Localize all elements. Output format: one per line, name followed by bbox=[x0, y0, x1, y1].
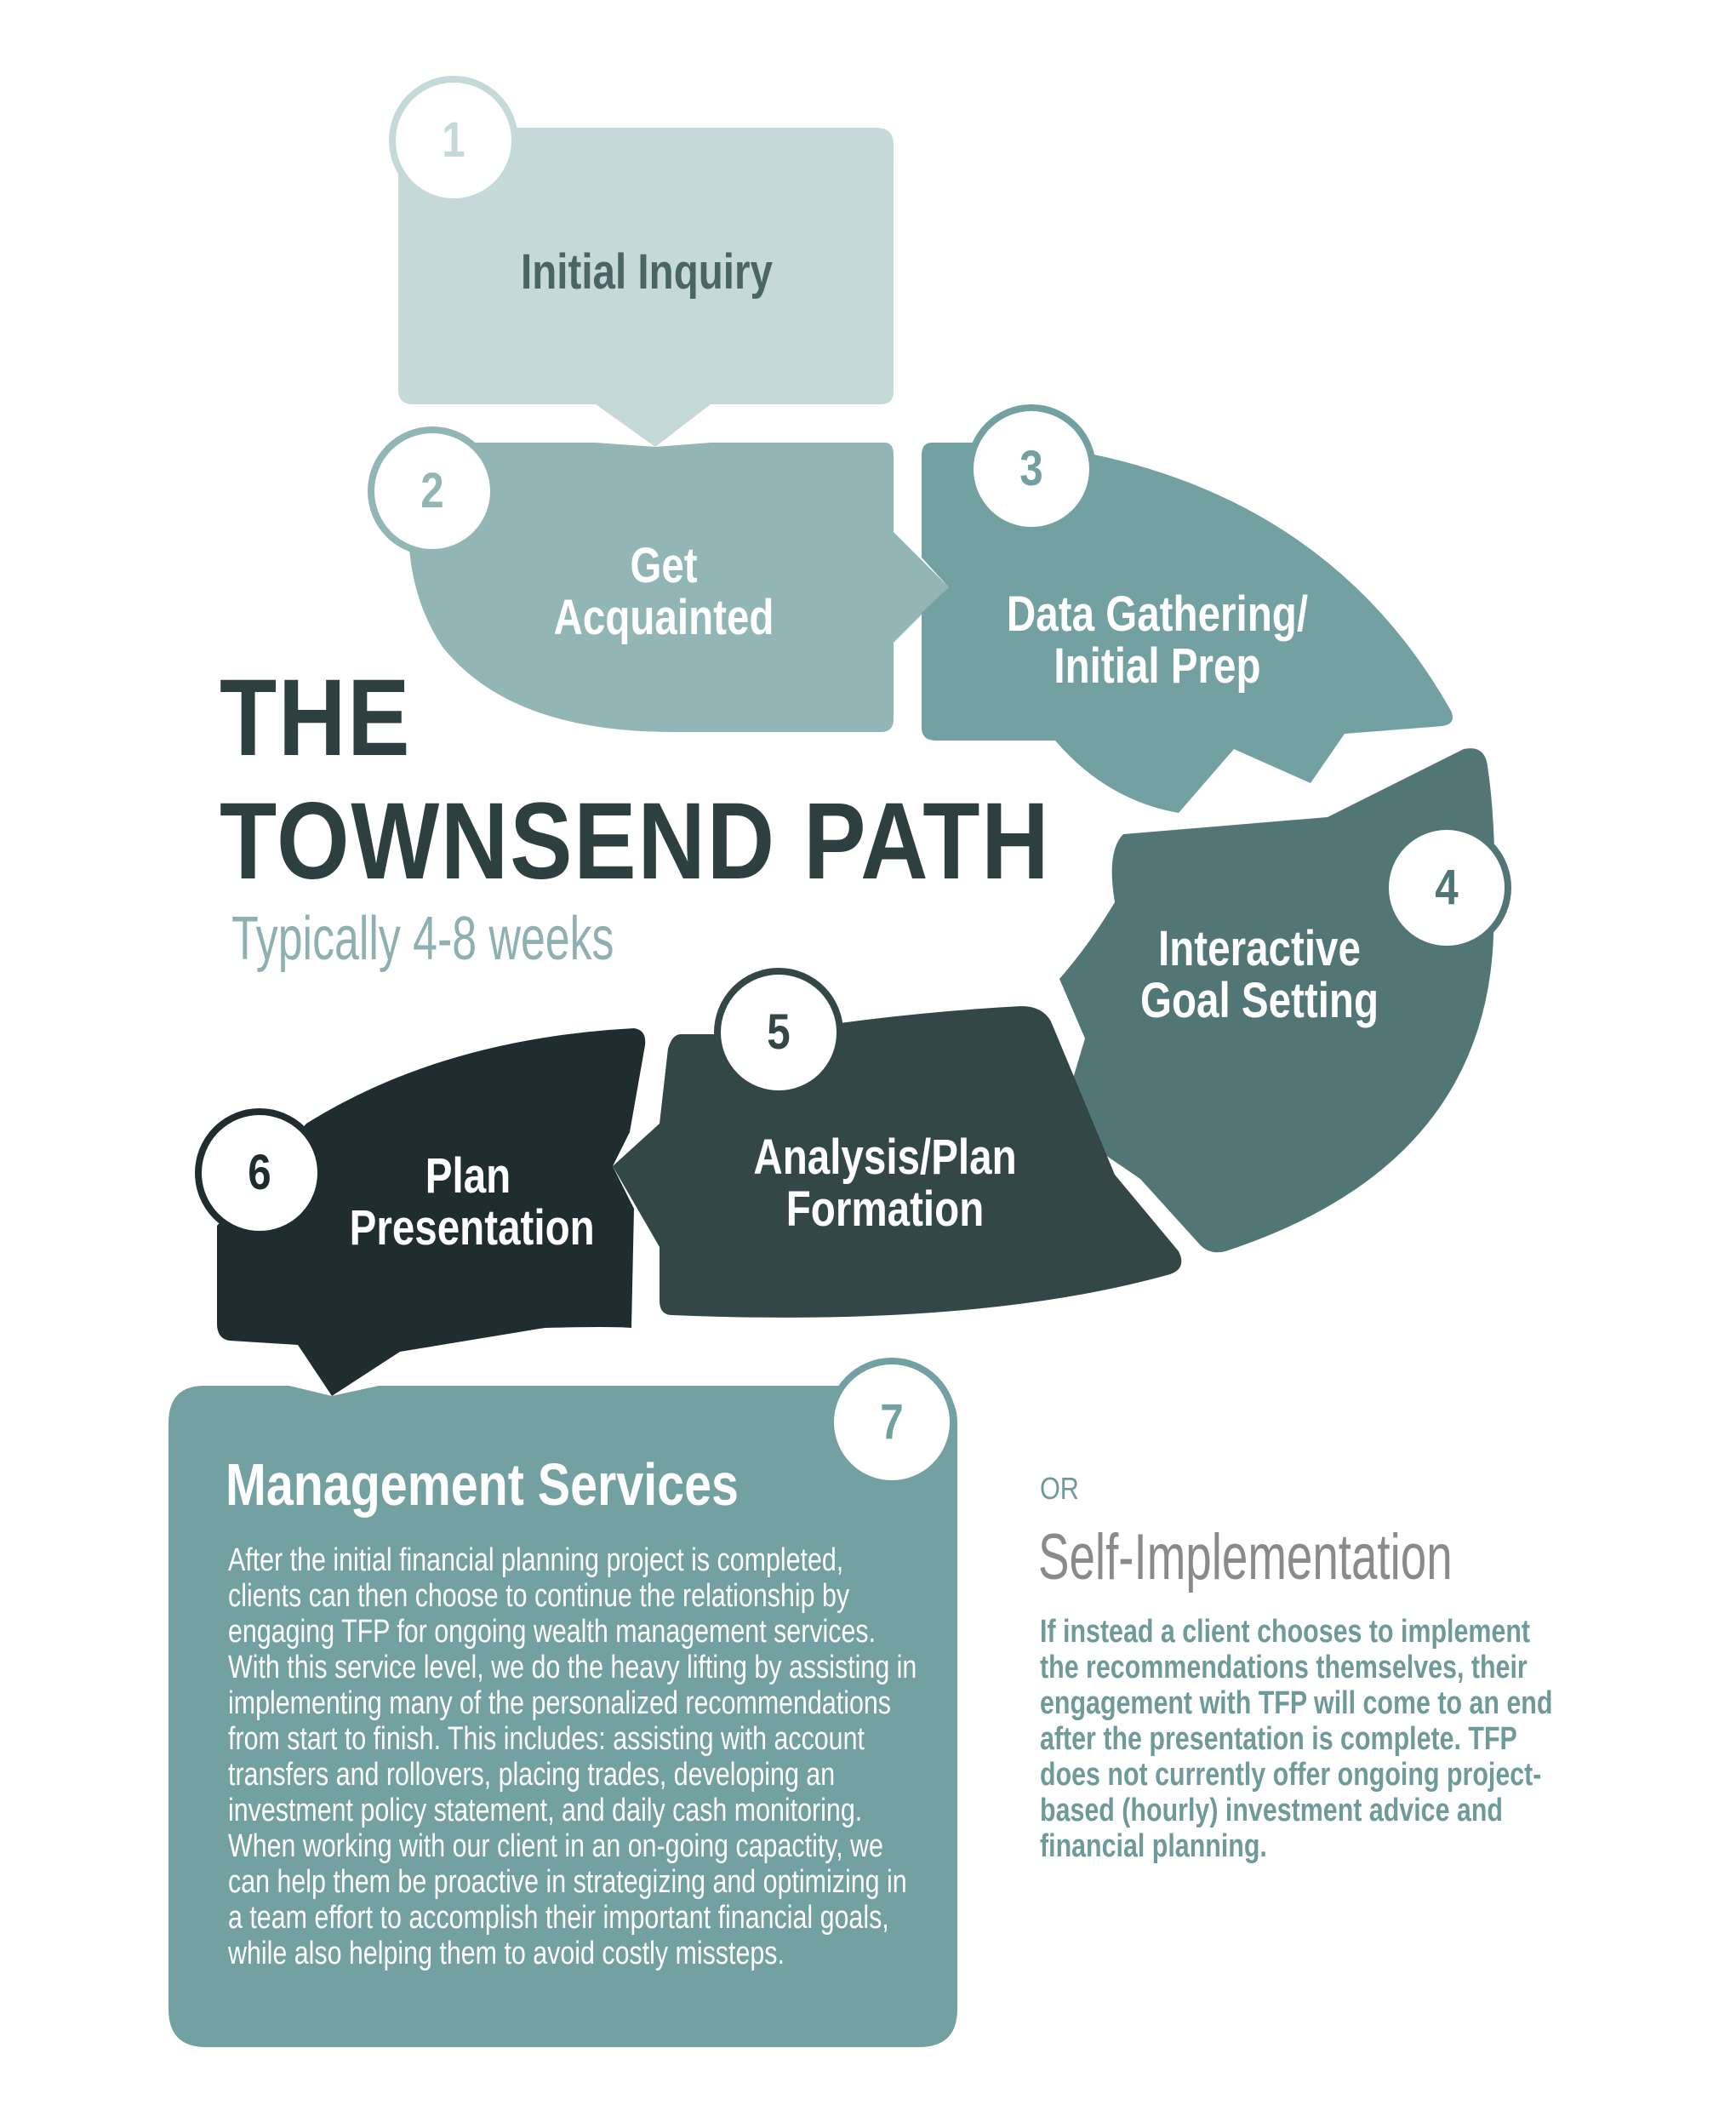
step-4-label-line2: Goal Setting bbox=[1139, 972, 1379, 1028]
step-1-shape bbox=[398, 128, 894, 447]
step-6-label: Plan Presentation bbox=[349, 1148, 595, 1256]
step-5-number: 5 bbox=[767, 1004, 791, 1060]
step-3-number: 3 bbox=[1019, 441, 1043, 496]
step-1-number: 1 bbox=[442, 112, 465, 168]
step-7-shape bbox=[168, 1386, 957, 2047]
title-line2: TOWNSEND PATH bbox=[220, 781, 1051, 902]
step-5-label-line1: Analysis/Plan bbox=[753, 1130, 1017, 1185]
step-6-label-line1: Plan bbox=[425, 1148, 511, 1204]
step-7-number: 7 bbox=[880, 1394, 904, 1450]
step-5-label: Analysis/Plan Formation bbox=[739, 1130, 1031, 1237]
step-6-number: 6 bbox=[248, 1145, 271, 1200]
step-7-circle bbox=[827, 1358, 957, 1487]
step-2-number: 2 bbox=[420, 463, 444, 518]
step-2-shape bbox=[408, 443, 949, 732]
step-6-label-line2: Presentation bbox=[349, 1199, 595, 1256]
step-3-circle bbox=[967, 404, 1096, 534]
step-6-shape bbox=[217, 1028, 646, 1396]
step-4-label-line1: Interactive bbox=[1158, 921, 1361, 976]
step-5-circle bbox=[714, 968, 843, 1097]
step-3-shape bbox=[922, 443, 1453, 813]
step-1-label: Initial Inquiry bbox=[521, 244, 773, 300]
step-4-circle bbox=[1382, 823, 1511, 952]
step-3-label: Data Gathering/ Initial Prep bbox=[1004, 586, 1311, 694]
step-1-circle bbox=[389, 76, 518, 205]
or-label: OR bbox=[1040, 1471, 1079, 1506]
step-3-label-line1: Data Gathering/ bbox=[1006, 586, 1309, 642]
management-text: After the initial financial planning pro… bbox=[228, 1542, 917, 1971]
step-3-label-line2: Initial Prep bbox=[1054, 638, 1261, 694]
self-implementation-title: Self-Implementation bbox=[1038, 1521, 1453, 1593]
subtitle: Typically 4-8 weeks bbox=[231, 905, 614, 973]
self-implementation-text: If instead a client chooses to implement… bbox=[1040, 1614, 1553, 1864]
title-line1: THE bbox=[220, 657, 412, 779]
step-4-label: Interactive Goal Setting bbox=[1120, 921, 1399, 1028]
step-4-number: 4 bbox=[1435, 860, 1459, 915]
step-2-label: Get Acquainted bbox=[553, 538, 774, 645]
management-title: Management Services bbox=[226, 1451, 739, 1518]
step-5-label-line2: Formation bbox=[785, 1181, 985, 1237]
step-2-circle bbox=[368, 426, 497, 556]
step-6-circle bbox=[195, 1108, 324, 1238]
